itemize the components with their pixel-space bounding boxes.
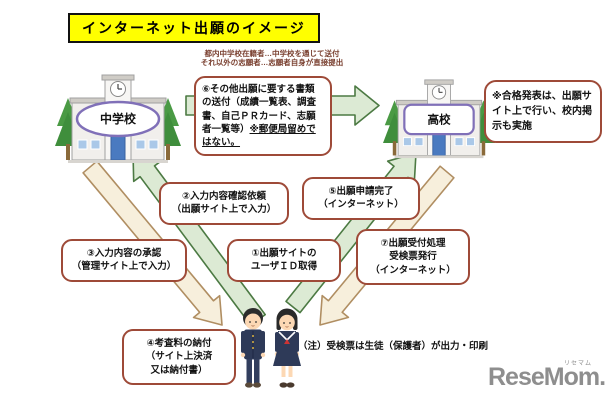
- window: [403, 137, 412, 147]
- tower-roof: [424, 79, 454, 85]
- junior-high-school-icon: 中学校: [55, 74, 181, 163]
- door: [110, 135, 126, 161]
- flow-step-5: ⑤出願申請完了 （インターネット）: [302, 177, 420, 220]
- pass-note-pre: ※合格発表は、: [492, 91, 562, 102]
- students-illustration: [240, 308, 301, 388]
- window: [454, 137, 464, 147]
- ground: [394, 155, 484, 159]
- school-label-oval: [75, 100, 161, 138]
- girl-student-icon: [273, 308, 301, 388]
- logo-ruby: リセマム: [563, 361, 592, 367]
- window: [90, 139, 101, 150]
- flow-step-2: ②入力内容確認依頼 （出願サイト上で入力）: [159, 182, 289, 225]
- tree-trunk: [166, 144, 170, 160]
- school-label-rect: [403, 103, 475, 136]
- step-6-emphasis: ※郵便局留めではない。: [202, 123, 316, 149]
- flow-step-3: ③入力内容の承認 （管理サイト上で入力）: [61, 239, 187, 282]
- window: [77, 139, 88, 150]
- high-school-label: 高校: [427, 112, 451, 126]
- logo-text: ReseMom.: [488, 363, 606, 391]
- junior-high-label: 中学校: [100, 111, 137, 126]
- pass-note-post: で行い、校内掲示も実施: [492, 106, 592, 132]
- pass-note-bold: 出願サイト上: [492, 91, 592, 117]
- tower-roof: [101, 74, 135, 81]
- door: [432, 133, 446, 156]
- step-6-text: ⑥その他出願に要する書類の送付（成績一覧表、調査書、自己ＰＲカード、志願者一覧等…: [202, 84, 317, 135]
- flow-step-6: ⑥その他出願に要する書類の送付（成績一覧表、調査書、自己ＰＲカード、志願者一覧等…: [194, 76, 332, 157]
- window: [414, 137, 424, 147]
- page-title: インターネット出願のイメージ: [68, 13, 320, 43]
- resemom-logo: リセマム ReseMom.: [488, 356, 606, 392]
- window: [135, 139, 146, 150]
- exam-ticket-note: （注）受検票は生徒（保護者）が出力・印刷: [298, 341, 489, 352]
- ground: [68, 160, 168, 163]
- flow-step-7: ⑦出願受付処理 受検票発行 （インターネット）: [356, 229, 470, 285]
- boy-student-icon: [240, 308, 266, 388]
- window: [148, 139, 159, 150]
- tree-trunk: [481, 141, 486, 156]
- flow-step-1: ①出願サイトの ユーザＩＤ取得: [227, 239, 341, 282]
- pass-announcement-note: ※合格発表は、出願サイト上で行い、校内掲示も実施: [484, 80, 602, 143]
- tree-trunk: [392, 141, 397, 156]
- window: [466, 137, 475, 147]
- submission-route-caption: 都内中学校在籍者…中学校を通じて送付 それ以外の志願者…志願者自身が直接提出: [200, 49, 344, 67]
- tree-trunk: [66, 144, 70, 160]
- high-school-icon: 高校: [383, 79, 495, 159]
- flow-step-4: ④考査料の納付 （サイト上決済 又は納付書）: [122, 329, 236, 385]
